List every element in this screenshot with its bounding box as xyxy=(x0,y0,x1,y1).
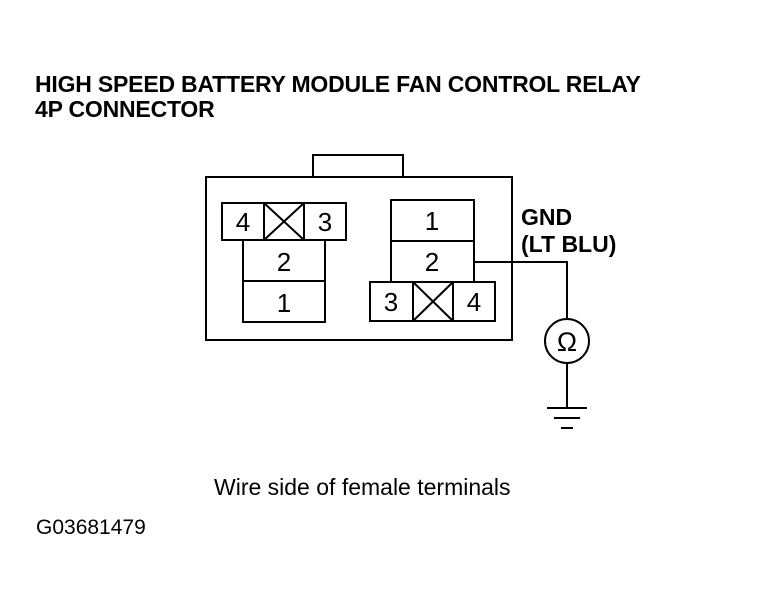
ground-symbol xyxy=(547,407,587,429)
diagram-caption: Wire side of female terminals xyxy=(214,474,511,500)
left-terminal-group xyxy=(221,202,347,323)
ohm-symbol: Ω xyxy=(557,327,577,357)
title-line-1: HIGH SPEED BATTERY MODULE FAN CONTROL RE… xyxy=(35,71,641,97)
left-blank-cross xyxy=(263,202,305,241)
left-cavity-1 xyxy=(242,280,326,323)
right-pin-3: 3 xyxy=(384,287,398,317)
right-pin-4: 4 xyxy=(467,287,481,317)
right-blank-cross xyxy=(412,281,454,322)
probe-wire xyxy=(474,261,568,319)
diagram-title: HIGH SPEED BATTERY MODULE FAN CONTROL RE… xyxy=(35,72,641,122)
right-terminal-group xyxy=(369,199,496,322)
ground-label-color: (LT BLU) xyxy=(521,231,617,257)
figure-id: G03681479 xyxy=(36,516,146,539)
connector-housing xyxy=(205,176,513,341)
left-pin-2: 2 xyxy=(277,247,291,277)
right-cavity-4 xyxy=(452,281,496,322)
left-pin-4: 4 xyxy=(236,207,250,237)
left-pin-1: 1 xyxy=(277,288,291,318)
right-pin-2: 2 xyxy=(425,247,439,277)
ground-label-name: GND xyxy=(521,204,573,230)
locking-tab xyxy=(312,154,404,177)
title-line-2: 4P CONNECTOR xyxy=(35,96,215,122)
right-pin-1: 1 xyxy=(425,206,439,236)
left-pin-3: 3 xyxy=(318,207,332,237)
ground-wire-label: GND (LT BLU) xyxy=(521,204,616,258)
